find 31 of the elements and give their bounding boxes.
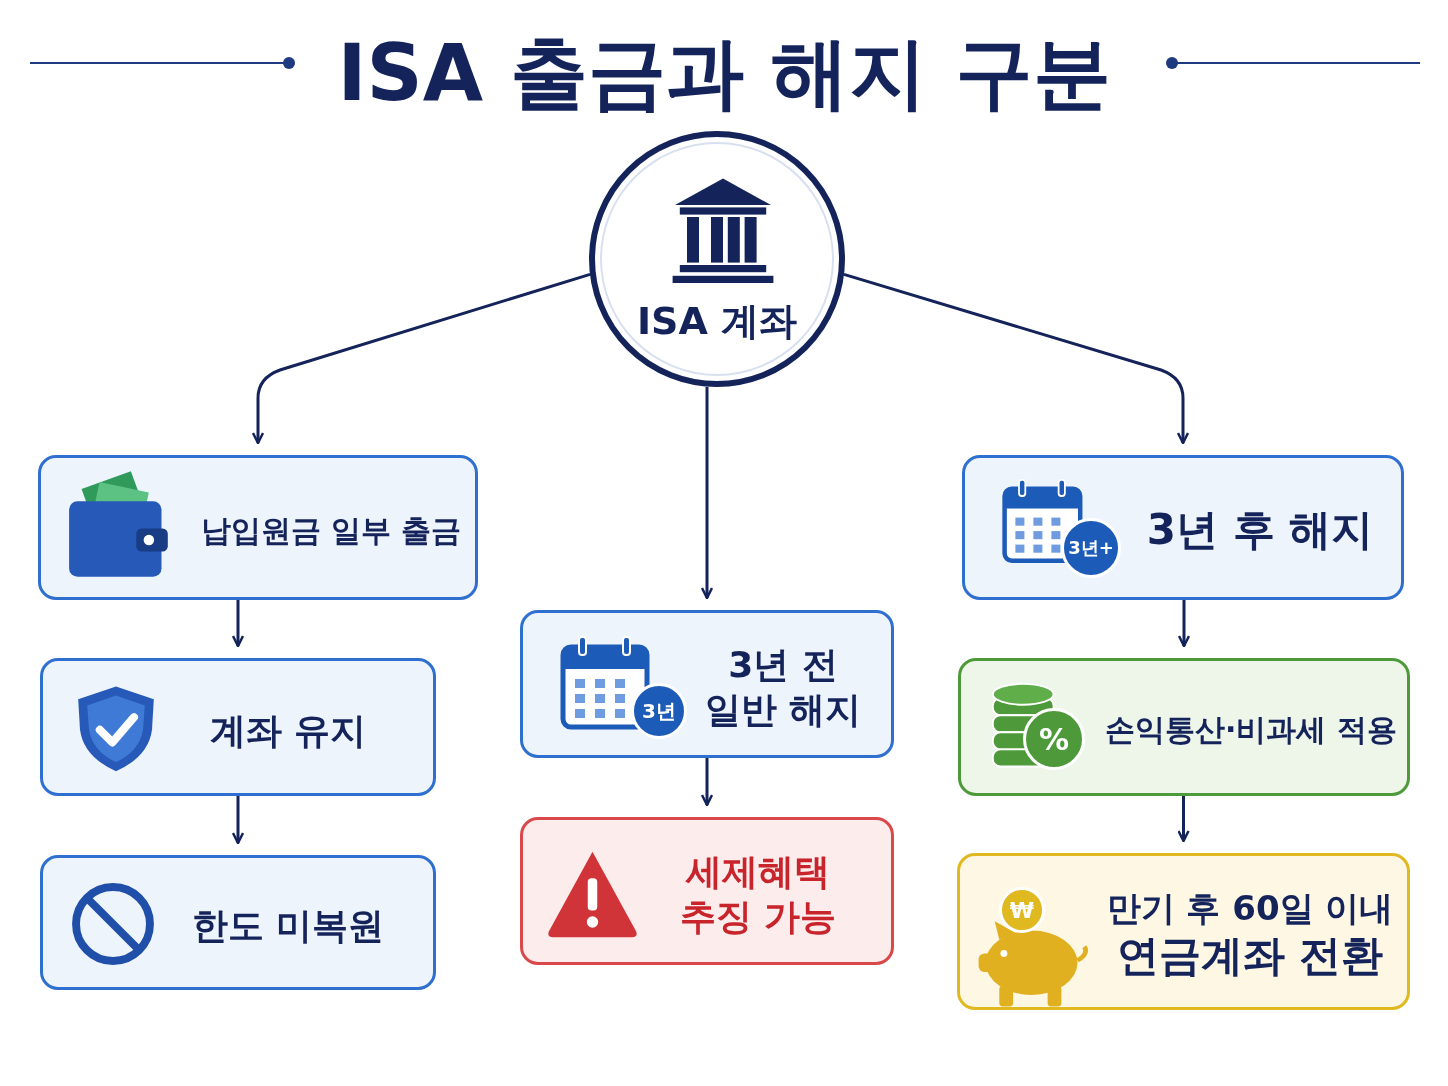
node-label: 3년 후 해지 [1146,504,1374,557]
node-label: 만기 후 60일 이내 [1106,887,1394,930]
arrow [1177,796,1190,843]
process-box [38,455,478,600]
process-box [520,610,894,758]
coin-symbol: ₩ [999,887,1045,933]
year-badge: 3년+ [1061,518,1121,578]
node-label: 납입원금 일부 출금 [200,511,462,550]
arrow [231,600,245,648]
node-label: 한도 미복원 [191,904,385,948]
process-box [40,855,436,990]
node-label: 세제혜택 추징 가능 [678,850,838,939]
arrow [251,272,591,445]
arrow [1177,600,1191,648]
year-badge: 3년 [631,683,687,739]
node-label: ISA 계좌 [636,298,798,346]
node-label: 손익통산·비과세 적용 [1105,711,1397,749]
arrow [231,796,245,845]
node-label: 계좌 유지 [209,708,367,753]
arrow [700,387,714,600]
process-box [962,455,1404,600]
percent-badge: % [1023,708,1085,770]
title: ISA 출금과 해지 구분 [336,27,1112,120]
process-box [40,658,436,796]
node-label: 3년 전 일반 해지 [703,643,863,732]
node-label: 연금계좌 전환 [1116,929,1384,982]
arrow [843,272,1190,445]
process-box [520,817,894,965]
arrow [700,758,714,807]
process-box [958,658,1410,796]
process-box [957,853,1410,1010]
